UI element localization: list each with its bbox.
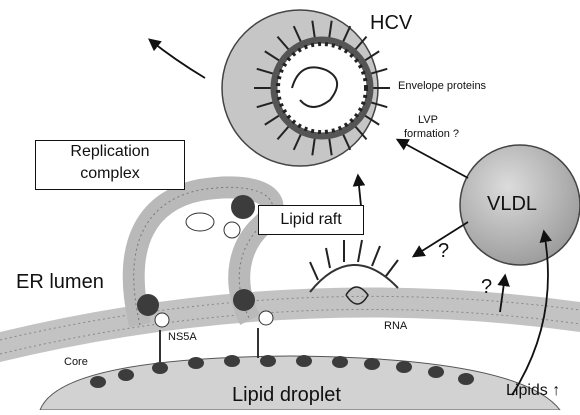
replication-complex-label-2: complex: [36, 163, 184, 185]
hcv-virion: [222, 10, 390, 166]
er-membrane: [0, 287, 580, 362]
vldl-label: VLDL: [487, 193, 537, 216]
lipids-label: Lipids ↑: [506, 382, 560, 400]
replication-complex-label: Replication: [36, 141, 184, 163]
question-mark-1: ?: [438, 240, 449, 263]
ns5a-label: NS5A: [168, 331, 197, 343]
hcv-label: HCV: [370, 12, 412, 35]
lipid-droplet-label: Lipid droplet: [232, 384, 341, 407]
lvp-formation-label: formation ?: [404, 128, 459, 140]
arrow-hcv-exit: [150, 40, 205, 78]
replication-protein: [231, 195, 255, 219]
core-label: Core: [64, 356, 88, 368]
envelope-proteins-label: Envelope proteins: [398, 80, 486, 92]
arrow-vldl-to-hcv: [398, 140, 468, 178]
rna-label: RNA: [384, 320, 407, 332]
question-mark-2: ?: [481, 276, 492, 299]
lipid-raft-box: Lipid raft: [258, 205, 364, 235]
lipid-raft-label: Lipid raft: [280, 211, 341, 228]
replication-complex-box: Replication complex: [35, 140, 185, 190]
lvp-label: LVP: [418, 114, 438, 126]
er-lumen-label: ER lumen: [16, 271, 104, 294]
